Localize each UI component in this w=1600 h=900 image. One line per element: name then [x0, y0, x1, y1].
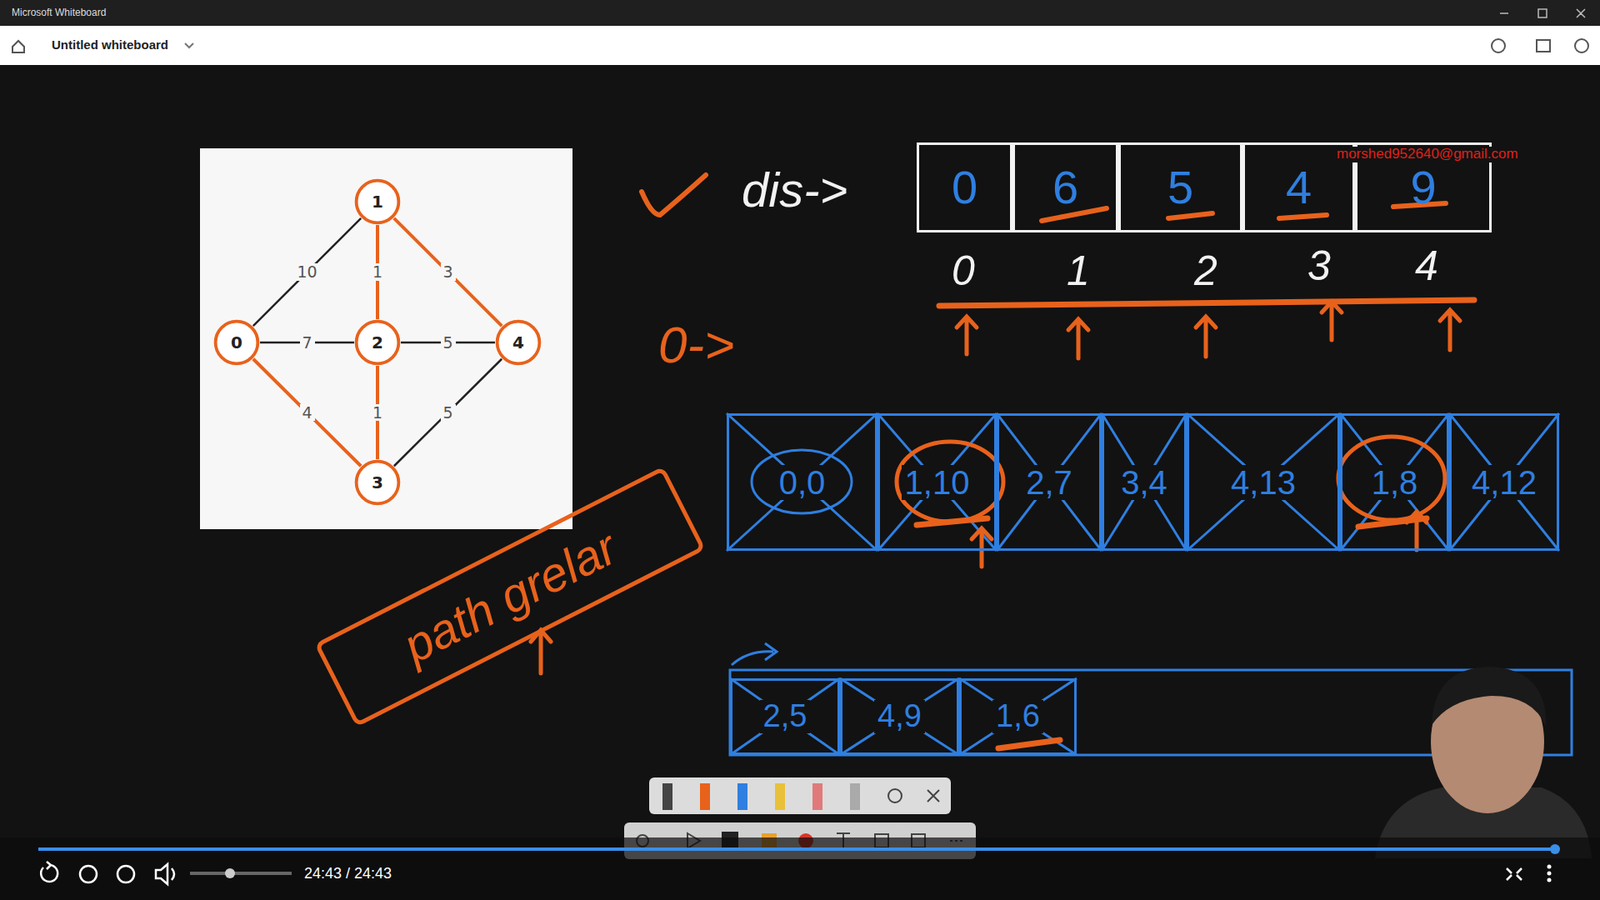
graph-panel	[200, 148, 573, 530]
scan-line	[939, 300, 1475, 306]
edge-weight: 3	[440, 263, 456, 281]
window-title: Microsoft Whiteboard	[11, 7, 106, 19]
graph-vertex: 2	[355, 320, 400, 365]
node-text: 3	[371, 474, 384, 492]
progress-knob	[1550, 844, 1560, 855]
node-text: 2,7	[1022, 465, 1076, 500]
share-icon	[1536, 40, 1550, 52]
graph-edge	[394, 218, 502, 326]
edge-weight: 4	[300, 404, 315, 422]
settings-icon	[1575, 39, 1589, 53]
node-text: 0,0	[775, 465, 830, 500]
dist-cell: 5	[1118, 142, 1243, 233]
dist-cell: 6	[1012, 142, 1119, 233]
volume-knob	[225, 868, 235, 879]
node-text: 9	[1410, 163, 1436, 213]
board-name: Untitled whiteboard	[51, 38, 169, 53]
node-text: path grelar	[395, 521, 625, 672]
edge-weight: 7	[300, 334, 315, 352]
node-text: 2	[371, 334, 384, 352]
check-mark	[641, 175, 706, 215]
watermark: morshed952640@gmail.com	[1335, 146, 1520, 163]
node-text: 1,6	[992, 700, 1044, 734]
node-text: 4	[512, 334, 525, 352]
array-index: 1	[1066, 248, 1090, 295]
player-controls	[40, 861, 1522, 885]
queue-cell: 4,12	[1449, 413, 1560, 551]
source-note: 0->	[658, 316, 735, 374]
window-buttons	[1500, 9, 1585, 18]
node-text: 5	[1167, 163, 1194, 213]
queue-highlights	[530, 436, 1445, 749]
queue-cell: 1,6	[959, 678, 1077, 755]
array-index: 2	[1194, 248, 1218, 295]
node-text: 4	[1285, 163, 1312, 213]
queue-cell: 3,4	[1101, 413, 1187, 551]
graph-edge	[394, 359, 502, 467]
note-box: path grelar	[314, 465, 706, 727]
edge-weight: 1	[370, 263, 385, 281]
volume-slider	[190, 871, 292, 875]
edge-weight: 10	[295, 263, 320, 281]
graph-vertex: 1	[355, 179, 400, 225]
node-text: 6	[1052, 163, 1079, 213]
node-text: 1	[371, 193, 384, 211]
scan-arrows	[956, 301, 1460, 359]
node-text: 0	[230, 334, 243, 352]
queue-cell: 4,9	[840, 678, 960, 755]
time-display: 24:43 / 24:43	[304, 865, 392, 883]
chevron-icon	[185, 43, 194, 48]
title-bar	[0, 0, 1600, 26]
queue-cell: 0,0	[726, 413, 878, 551]
queue-cell: 2,5	[730, 678, 840, 755]
node-text: 0	[951, 163, 978, 213]
graph-edge	[253, 359, 361, 467]
node-text: 4,13	[1227, 465, 1300, 500]
graph-edge	[253, 218, 361, 326]
graph-vertex: 0	[214, 320, 260, 365]
node-text: 4,9	[874, 700, 925, 734]
node-text: 2,5	[760, 700, 811, 734]
queue-cell: 4,13	[1186, 413, 1340, 551]
node-text: 1,8	[1368, 465, 1422, 500]
queue-cell: 2,7	[996, 413, 1102, 551]
graph-vertex: 4	[495, 320, 541, 365]
array-index: 4	[1415, 243, 1439, 290]
array-index: 3	[1307, 243, 1331, 290]
edge-weight: 5	[440, 404, 456, 422]
array-index: 0	[951, 248, 975, 295]
edge-weight: 5	[440, 334, 456, 352]
dist-cell: 0	[916, 142, 1013, 233]
queue-cell: 1,8	[1340, 413, 1450, 551]
node-text: 3,4	[1117, 465, 1171, 500]
timer-icon	[1491, 39, 1505, 53]
queue-cell: 1,10	[877, 413, 997, 551]
graph-vertex: 3	[355, 460, 400, 505]
app-toolbar	[0, 25, 1600, 65]
edge-weight: 1	[370, 404, 385, 422]
home-icon	[12, 40, 25, 53]
node-text: 1,10	[901, 465, 974, 500]
queue-crosses	[726, 413, 1572, 755]
node-text: 4,12	[1468, 465, 1540, 500]
progress-bar	[38, 847, 1555, 851]
player-shade	[0, 837, 1600, 900]
webcam-person	[1375, 666, 1592, 859]
array-name: dis->	[741, 163, 848, 217]
more-menu	[1547, 865, 1552, 883]
